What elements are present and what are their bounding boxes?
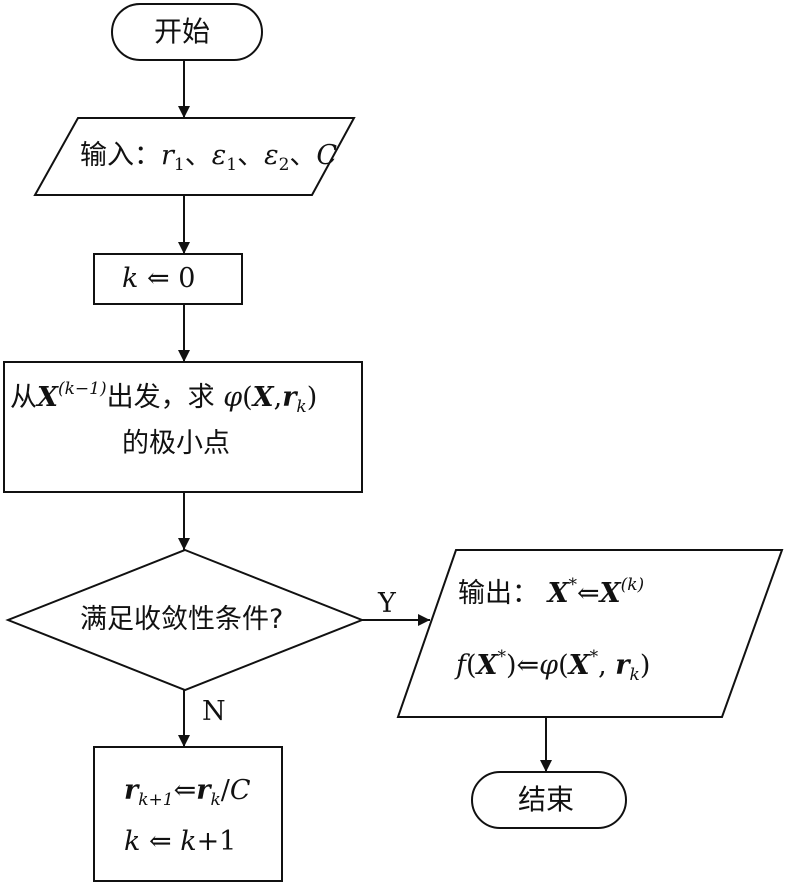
input-label: 输入：: [80, 140, 161, 171]
update-line-1: rk+1⇐rk/C: [124, 775, 251, 809]
input-r-sub: 1: [173, 155, 185, 175]
update-arrow: ⇐: [173, 775, 197, 806]
minimize-line-1: 从X(k−1)出发，求 φ(X,rk): [10, 381, 318, 416]
input-c: C: [316, 140, 338, 171]
update-line-2: k ⇐ k+1: [124, 828, 236, 855]
output-line-2: f(X*)⇐φ(X*, rk): [456, 649, 651, 684]
input-r: r: [161, 140, 174, 171]
output-r-sub: k: [629, 665, 640, 685]
output-star: *: [568, 575, 578, 595]
output-parallelogram: [396, 549, 784, 718]
input-sep-3: 、: [289, 140, 317, 171]
output-arrow: ⇐: [577, 578, 600, 609]
input-eps2: ε: [264, 140, 279, 171]
input-sep-2: 、: [237, 140, 265, 171]
output-close: ): [506, 650, 517, 681]
init-arrow: ⇐: [146, 263, 170, 294]
output-x4: X: [568, 650, 590, 681]
update-div: /: [220, 775, 230, 806]
update-k2: k: [180, 826, 197, 857]
end-label: 结束: [518, 783, 575, 816]
input-eps1-sub: 1: [226, 155, 238, 175]
update-r1: r: [124, 775, 139, 806]
input-text: 输入：r1、ε1、ε2、C: [80, 140, 338, 174]
init-box: [93, 253, 243, 305]
output-phi: φ: [539, 650, 559, 681]
init-k: k: [122, 263, 139, 294]
output-x2-sup: (k): [620, 575, 645, 595]
input-parallelogram: [33, 117, 356, 196]
output-open-2: (: [558, 650, 569, 681]
minimize-x: X: [37, 382, 58, 413]
update-r2: r: [196, 775, 211, 806]
minimize-phi: φ: [223, 382, 243, 413]
output-r: r: [615, 650, 630, 681]
output-line-1: 输出： X*⇐X(k): [458, 577, 644, 609]
minimize-depart: 出发，求: [106, 382, 215, 413]
minimize-r-sub: k: [296, 397, 307, 417]
start-label: 开始: [154, 15, 211, 48]
decision-yes: Y: [378, 588, 396, 619]
update-r1-sub: k+1: [138, 790, 174, 810]
update-plus: +1: [196, 826, 237, 857]
input-sep-1: 、: [184, 140, 212, 171]
update-r2-sub: k: [210, 790, 221, 810]
minimize-r: r: [282, 382, 297, 413]
update-k: k: [124, 826, 141, 857]
minimize-comma: ,: [273, 382, 283, 413]
output-star-3: *: [589, 647, 599, 667]
output-arrow-2: ⇐: [516, 650, 540, 681]
init-text: k ⇐ 0: [122, 265, 195, 292]
output-x2: X: [599, 578, 621, 609]
input-eps2-sub: 2: [278, 155, 290, 175]
output-label: 输出：: [458, 578, 539, 609]
minimize-close: ): [306, 382, 318, 413]
minimize-x2: X: [252, 382, 274, 413]
update-c: C: [229, 775, 251, 806]
update-box: [93, 746, 283, 882]
output-x: X: [547, 578, 569, 609]
input-eps1: ε: [211, 140, 227, 171]
output-close-2: ): [639, 650, 651, 681]
output-open: (: [466, 650, 477, 681]
end-terminal: [471, 771, 627, 829]
minimize-from: 从: [10, 382, 37, 413]
output-x3: X: [476, 650, 498, 681]
update-arrow-2: ⇐: [148, 826, 172, 857]
decision-no: N: [202, 696, 226, 727]
decision-label: 满足收敛性条件?: [80, 604, 284, 635]
minimize-line-2: 的极小点: [122, 428, 230, 459]
start-terminal: [111, 3, 263, 61]
init-zero: 0: [178, 263, 196, 294]
minimize-x-sup: (k−1): [57, 379, 107, 399]
output-star-2: *: [497, 647, 507, 667]
output-f: f: [456, 650, 466, 681]
minimize-open: (: [242, 382, 253, 413]
output-comma: ,: [598, 650, 607, 681]
